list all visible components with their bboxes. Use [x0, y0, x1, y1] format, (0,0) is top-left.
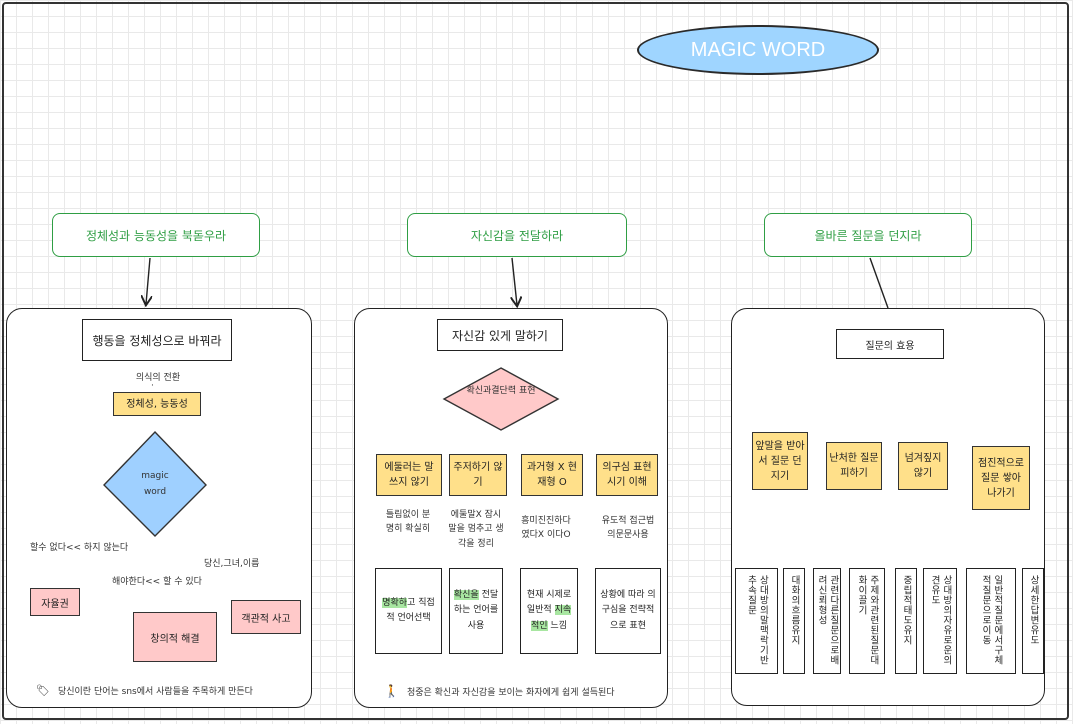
s3-col-6-text: 상대방의자유로운의견유도: [929, 575, 952, 665]
s3-col-4: 주제와관련된질문대화이끌기: [849, 568, 885, 674]
section-2-heading: 자신감을 전달하라: [407, 213, 627, 257]
s2-footer: 🚶 청중은 확신과 자신감을 보이는 화자에게 쉽게 설득된다: [384, 684, 615, 698]
s1-dot: ·: [151, 381, 154, 391]
s1-diamond-line-1: magic: [141, 471, 169, 481]
s1-diamond-line-2: word: [143, 487, 167, 498]
s2-mid-1: 틀림없이 분명히 확실히: [385, 510, 431, 535]
s2-bottom-3-post: 느낌: [547, 620, 567, 631]
s1-footer-text: 당신이란 단어는 sns에서 사람들을 주목하게 만든다: [57, 687, 253, 697]
s3-yellow-3: 넘겨짚지 않기: [898, 442, 948, 490]
s2-bottom-1-text: 명확하고 직접적 언어선택: [379, 596, 438, 627]
s3-col-8: 상세한답변유도: [1022, 568, 1044, 674]
s1-yellow-box: 정체성, 능동성: [113, 392, 201, 416]
s3-col-5-text: 중립적태도유지: [900, 575, 912, 645]
s1-label-3: 당신,그녀,이름: [204, 559, 260, 569]
s3-col-7: 일반적질문에서구체적질문으로이동: [966, 568, 1016, 674]
s3-col-7-text: 일반적질문에서구체적질문으로이동: [980, 575, 1003, 665]
s3-col-2-text: 대화의흐름유지: [788, 575, 800, 645]
s3-yellow-4: 점진적으로 질문 쌓아 나가기: [972, 446, 1030, 510]
s2-yellow-1: 에둘러는 말 쓰지 않기: [376, 454, 442, 496]
s3-yellow-2: 난처한 질문 피하기: [826, 442, 882, 490]
s2-footer-text: 청중은 확신과 자신감을 보이는 화자에게 쉽게 설득된다: [406, 687, 615, 698]
s3-col-3-text: 관련다른질문으로배려신뢰형성: [816, 575, 839, 665]
s2-bottom-2-post: 전달하는 언어를 사용: [453, 590, 499, 631]
s2-bottom-4: 상황에 따라 의구심을 전략적으로 표현: [595, 568, 661, 654]
s2-bottom-1-post: 고 직접적 언어선택: [386, 597, 435, 623]
s3-col-8-text: 상세한답변유도: [1027, 575, 1039, 645]
title-ellipse: MAGIC WORD: [637, 25, 879, 75]
s1-diamond-label: magic word: [125, 468, 185, 500]
s3-main-box: 질문의 효용: [836, 329, 944, 359]
s3-col-5: 중립적태도유지: [895, 568, 917, 674]
s2-bottom-4-text: 상황에 따라 의구심을 전략적으로 표현: [600, 590, 656, 631]
s3-col-4-text: 주제와관련된질문대화이끌기: [856, 575, 879, 665]
s2-bottom-3-text: 현재 시제로 일반적 지속적인 느낌: [524, 588, 574, 634]
s1-footer: 🏷 당신이란 단어는 sns에서 사람들을 주목하게 만든다: [36, 684, 253, 697]
section-1-heading: 정체성과 능동성을 북돋우라: [52, 213, 260, 257]
s3-col-1-text: 상대방의말맥락기반추속질문: [745, 575, 769, 665]
s2-mid-4: 유도적 접근법 의문문사용: [601, 516, 655, 541]
s3-col-2: 대화의흐름유지: [783, 568, 805, 674]
s2-diamond-label: 확신과결단력 표현: [466, 386, 536, 396]
s2-bottom-2-hl: 확신을: [453, 590, 479, 601]
s2-yellow-2: 주저하기 않기: [449, 454, 507, 496]
s1-pink-2: 창의적 해결: [133, 612, 217, 662]
tag-icon: 🏷: [36, 684, 50, 697]
s1-main-box: 행동을 정체성으로 바꿔라: [82, 319, 232, 361]
s2-bottom-1-hl: 명확하: [382, 597, 408, 608]
s2-yellow-4: 의구심 표현 시기 이해: [596, 454, 658, 496]
s1-label-1: 할수 없다<< 하지 않는다: [30, 543, 129, 553]
s1-pink-3: 객관적 사고: [231, 600, 301, 634]
s2-bottom-2: 확신을 전달하는 언어를 사용: [449, 568, 503, 654]
s2-diamond: [442, 367, 560, 431]
s1-note-top: 의식의 전환: [135, 373, 181, 383]
s1-pink-1: 자율권: [30, 588, 80, 616]
section-3-heading: 올바른 질문을 던지라: [764, 213, 972, 257]
s2-bottom-1: 명확하고 직접적 언어선택: [375, 568, 442, 654]
s2-main-box: 자신감 있게 말하기: [437, 319, 563, 351]
s2-mid-3: 흥미진진하다 였다X 이다O: [521, 516, 571, 541]
s1-diamond: [103, 430, 207, 537]
s3-col-3: 관련다른질문으로배려신뢰형성: [813, 568, 841, 674]
s2-bottom-3: 현재 시제로 일반적 지속적인 느낌: [520, 568, 578, 654]
s2-bottom-2-text: 확신을 전달하는 언어를 사용: [453, 588, 499, 634]
s3-col-1: 상대방의말맥락기반추속질문: [735, 568, 778, 674]
s3-yellow-1: 앞말을 받아서 질문 던지기: [752, 432, 808, 490]
s3-col-6: 상대방의자유로운의견유도: [923, 568, 957, 674]
stick-figure-icon: 🚶: [384, 684, 399, 698]
s2-bottom-3-pre: 현재 시제로 일반적: [526, 590, 572, 616]
s1-label-2: 해야한다<< 할 수 있다: [112, 577, 202, 587]
s2-mid-2: 에둘말X 잠시 말을 멈추고 생각을 정리: [448, 510, 504, 549]
s2-yellow-3: 과거형 X 현재형 O: [521, 454, 583, 496]
